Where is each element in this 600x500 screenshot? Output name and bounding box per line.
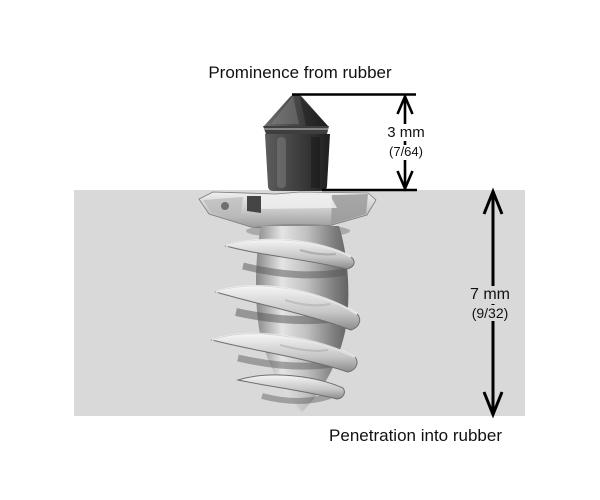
metal-texture: [299, 249, 337, 256]
stud-body-highlight: [277, 137, 286, 188]
thread-flight: [236, 374, 345, 400]
prominence-label: Prominence from rubber: [208, 63, 392, 82]
flange-top-facet: [252, 195, 337, 209]
stud-tip-shade: [300, 97, 328, 126]
arrow-up-icon: [482, 187, 504, 215]
thread-edge-highlight: [225, 238, 352, 258]
tire-stud-illustration: [198, 94, 377, 412]
thread-edge-highlight: [211, 332, 356, 358]
penetration-value: 7 mm: [460, 286, 520, 305]
stud-shoulder: [263, 126, 329, 134]
stud-body: [265, 134, 330, 191]
flange-notch: [247, 196, 261, 213]
arrow-up-icon: [396, 93, 414, 115]
thread-shadow: [242, 262, 346, 279]
arrow-down-icon: [482, 391, 504, 419]
penetration-label: Penetration into rubber: [329, 426, 502, 445]
thread-shadow: [261, 393, 331, 404]
stud-tip-highlight: [271, 96, 299, 124]
metal-texture: [279, 344, 329, 352]
prominence-dimension: [292, 93, 417, 192]
stud-body-shade: [311, 137, 320, 188]
prominence-fraction: (7/64): [378, 144, 434, 160]
thread-edge-highlight: [215, 285, 358, 315]
flange-rivet-shadow: [221, 202, 229, 210]
penetration-fraction: (9/32): [460, 305, 520, 322]
arrow-down-icon: [396, 170, 414, 192]
flange-right-facet: [331, 194, 368, 224]
prominence-value: 3 mm: [378, 124, 434, 142]
stud-tip-cone: [264, 94, 328, 126]
metal-texture: [284, 299, 331, 307]
